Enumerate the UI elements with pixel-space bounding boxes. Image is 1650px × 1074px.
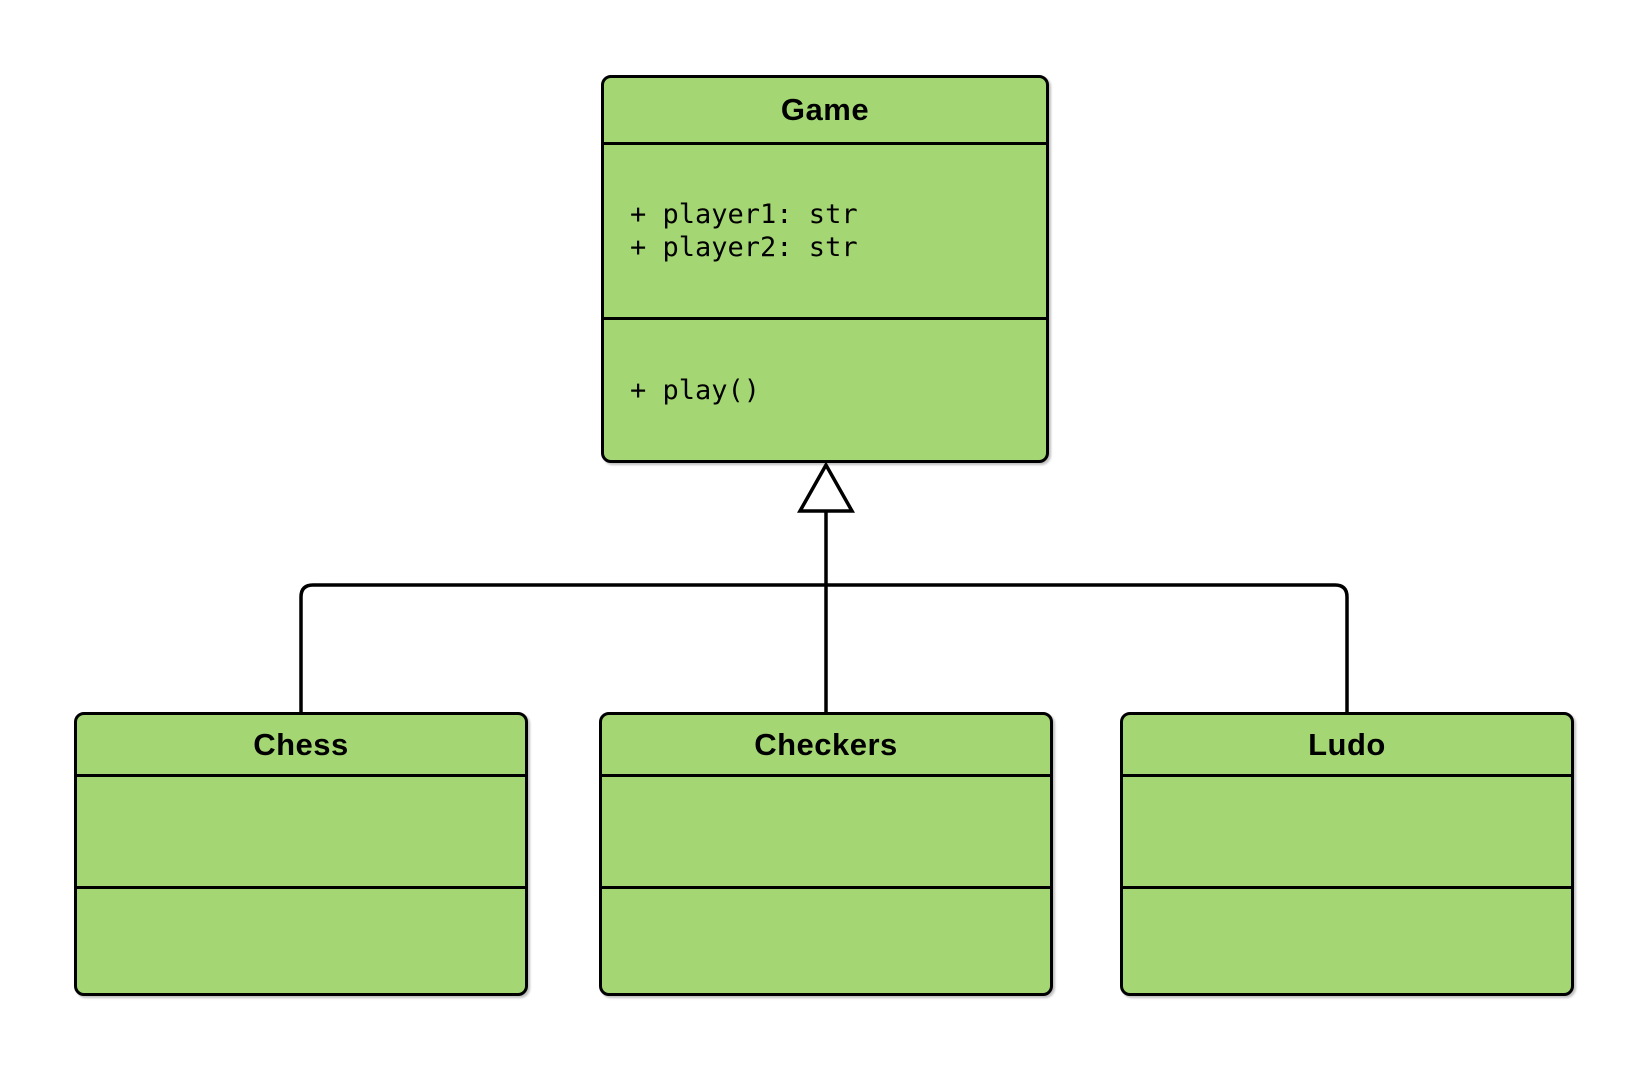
class-box-checkers: Checkers — [599, 712, 1053, 996]
class-attributes — [602, 774, 1050, 886]
class-attribute: + player1: str — [630, 199, 858, 230]
class-name: Checkers — [754, 726, 898, 762]
class-box-game: Game + player1: str + player2: str + pla… — [601, 75, 1049, 463]
class-methods — [1123, 886, 1571, 993]
class-methods — [77, 886, 525, 993]
inheritance-line-chess-ludo — [299, 583, 1349, 712]
class-name: Chess — [253, 726, 349, 762]
class-name: Game — [780, 92, 870, 127]
class-method: + play() — [630, 374, 761, 406]
class-box-ludo: Ludo — [1120, 712, 1574, 996]
inheritance-arrowhead-icon — [797, 461, 855, 513]
class-box-chess: Chess — [74, 712, 528, 996]
class-attributes: + player1: str + player2: str — [604, 142, 1046, 317]
class-attribute: + player2: str — [630, 232, 858, 263]
class-name: Ludo — [1308, 726, 1386, 762]
class-methods — [602, 886, 1050, 993]
class-methods: + play() — [604, 317, 1046, 460]
class-attributes — [77, 774, 525, 886]
class-attributes — [1123, 774, 1571, 886]
